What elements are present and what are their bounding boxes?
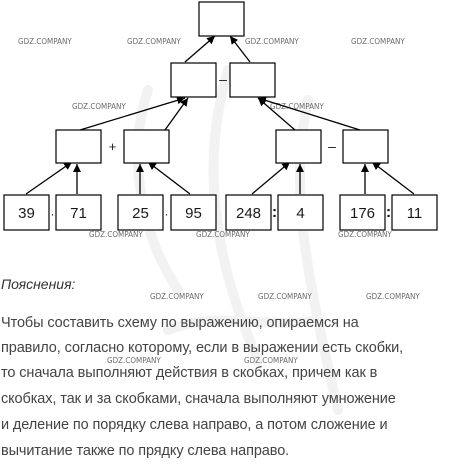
- arrows: [25, 35, 415, 195]
- arrow: [371, 161, 415, 195]
- level2-box: [123, 129, 170, 164]
- leaf-number: 11: [407, 205, 423, 222]
- leaf-box: [225, 194, 272, 231]
- minus-sign: –: [328, 138, 336, 154]
- explanation-line: Чтобы составить схему по выражению, опир…: [1, 315, 359, 331]
- watermark-text: GDZ.COMPANY: [196, 230, 250, 239]
- leaf-box: [3, 194, 50, 231]
- arrow: [229, 35, 251, 63]
- explanation-line: скобках, так и за скобками, сначала выпо…: [1, 391, 396, 407]
- arrow: [25, 161, 73, 195]
- watermark-text: GDZ.COMPANY: [338, 230, 392, 239]
- arrow: [79, 96, 186, 131]
- watermark-text: GDZ.COMPANY: [258, 292, 312, 301]
- result-box: [198, 1, 245, 37]
- multiply-sign: ·: [165, 207, 169, 221]
- watermark-text: GDZ.COMPANY: [127, 37, 181, 46]
- leaf-number: 4: [296, 205, 304, 222]
- explanation-title: Пояснения:: [1, 276, 76, 292]
- leaf-number: 95: [185, 205, 202, 222]
- leaf-box: [277, 194, 324, 231]
- watermark-text: GDZ.COMPANY: [18, 37, 72, 46]
- level2-box: [275, 129, 322, 164]
- watermark-text: GDZ.COMPANY: [366, 292, 420, 301]
- leaf-box: [391, 194, 438, 231]
- arrow: [257, 96, 361, 131]
- explanation-line: вычитание также по прядку слева направо.: [1, 443, 290, 459]
- leaf-box: [339, 194, 386, 231]
- watermark-text: GDZ.COMPANY: [245, 37, 299, 46]
- leaf-number: 248: [236, 205, 261, 222]
- divide-sign: :: [386, 204, 391, 221]
- arrow: [257, 97, 296, 131]
- plus-sign: +: [109, 139, 117, 154]
- watermark-text: GDZ.COMPANY: [89, 230, 143, 239]
- leaf-number: 39: [18, 205, 35, 222]
- divide-sign: :: [272, 204, 277, 221]
- leaf-number: 71: [70, 205, 87, 222]
- level1-box-left: [170, 62, 217, 98]
- watermark-text: GDZ.COMPANY: [107, 356, 161, 365]
- leaf-box: [170, 194, 217, 231]
- leaf-box: [117, 194, 164, 231]
- arrow: [147, 161, 191, 195]
- explanation-line: то сначала выполняют действия в скобках,…: [1, 365, 378, 381]
- level2-box: [342, 129, 389, 164]
- leaf-number: 25: [132, 205, 149, 222]
- expression-tree-diagram: 39 71 25 95 248 4 176 11 · · : : + – –: [3, 1, 438, 231]
- multiply-sign: ·: [51, 207, 55, 221]
- watermark-text: GDZ.COMPANY: [244, 356, 298, 365]
- leaf-box: [55, 194, 102, 231]
- leaf-number: 176: [350, 205, 375, 222]
- watermark-text: GDZ.COMPANY: [351, 37, 405, 46]
- level1-box-right: [229, 62, 276, 98]
- watermark-text: GDZ.COMPANY: [270, 102, 324, 111]
- watermark-text: GDZ.COMPANY: [150, 292, 204, 301]
- watermark-text: GDZ.COMPANY: [72, 102, 126, 111]
- explanation-line: правило, согласно которому, если в выраж…: [1, 340, 404, 356]
- arrow: [251, 161, 291, 195]
- explanation-line: и деление по порядку слева направо, а по…: [1, 417, 388, 433]
- level2-box: [55, 129, 102, 164]
- minus-sign: –: [219, 71, 227, 87]
- arrow: [184, 35, 216, 63]
- arrow: [164, 97, 189, 131]
